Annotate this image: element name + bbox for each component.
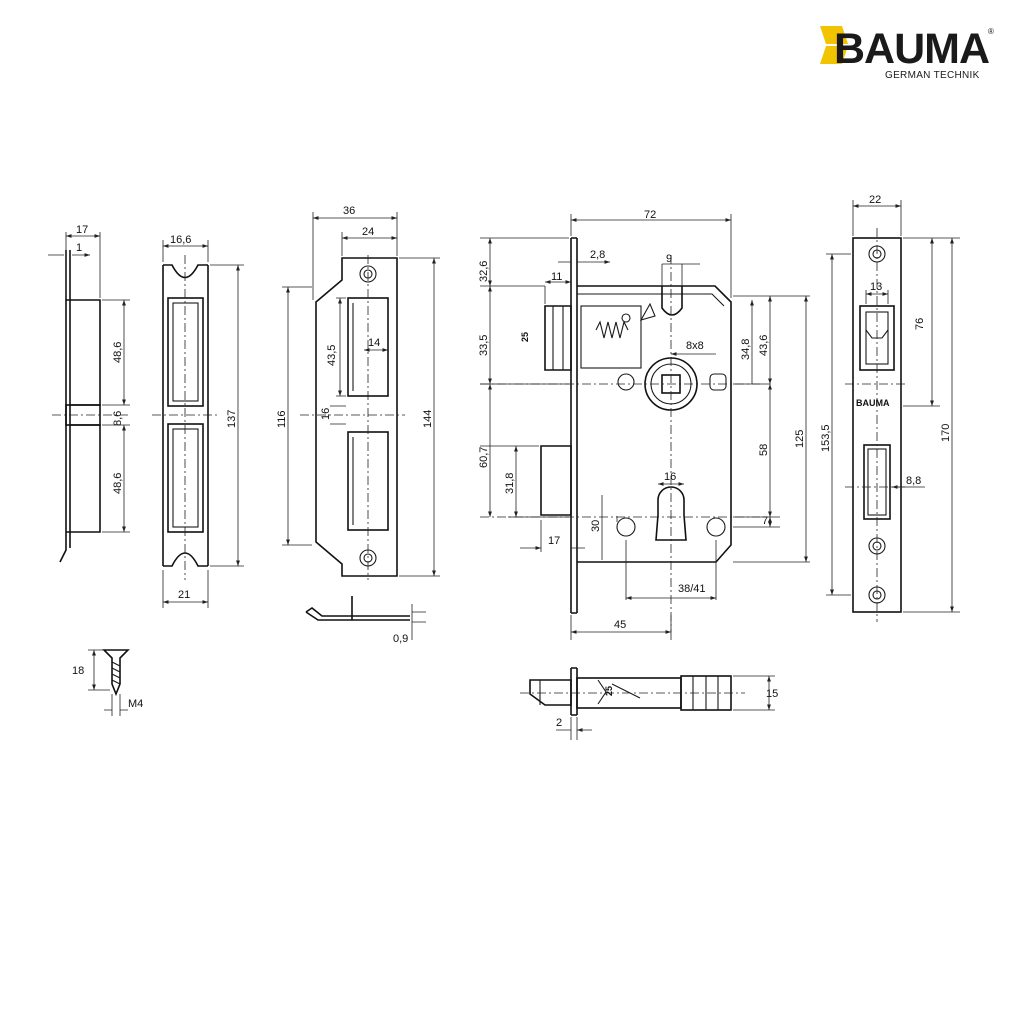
lock-body-view: 25 [478, 209, 810, 640]
dim-72: 72 [644, 209, 656, 221]
dim-2: 2 [556, 717, 562, 729]
dim-7: 7 [762, 515, 768, 527]
dim-43-5: 43,5 [326, 345, 338, 366]
dim-137: 137 [226, 410, 238, 428]
dim-45: 45 [614, 619, 626, 631]
faceplate-front-view: BAUMA 22 13 76 170 153,5 8,8 [820, 194, 960, 622]
dim-48-6-top: 48,6 [112, 342, 124, 363]
dim-30: 30 [590, 520, 602, 532]
brand-registered: ® [988, 27, 994, 36]
dim-8-6: 8,6 [112, 411, 124, 426]
dim-153-5: 153,5 [820, 424, 832, 452]
dim-2-8: 2,8 [590, 249, 605, 261]
dim-17-bolt: 17 [548, 535, 560, 547]
dim-125: 125 [794, 430, 806, 448]
dim-24: 24 [362, 226, 374, 238]
dim-31-8: 31,8 [504, 473, 516, 494]
latch-mark: 25 [520, 332, 530, 342]
dim-11: 11 [551, 271, 562, 283]
dim-60-7: 60,7 [478, 447, 490, 468]
strike-front-view: 16,6 137 21 [152, 234, 244, 608]
brand-name: BAUMA [834, 25, 989, 73]
dim-13: 13 [870, 281, 882, 293]
dim-48-6-bottom: 48,6 [112, 473, 124, 494]
dim-16-plate: 16 [320, 408, 332, 420]
logo-accent-bottom [820, 46, 848, 64]
logo-accent-top [820, 26, 848, 44]
dim-15: 15 [766, 688, 778, 700]
dim-8x8: 8x8 [686, 340, 704, 352]
dim-8-8: 8,8 [906, 475, 921, 487]
section-mark: 25 [604, 686, 614, 696]
dim-43-6: 43,6 [758, 335, 770, 356]
strike-side-view: 17 1 48,6 8,6 48,6 [48, 224, 130, 563]
dim-144: 144 [422, 410, 434, 428]
dim-1-side: 1 [76, 242, 82, 254]
dim-16-cylinder: 16 [664, 471, 676, 483]
bottom-section-view: 25 15 2 [520, 667, 778, 740]
screw-view: 18 M4 [72, 649, 143, 716]
dim-33-5: 33,5 [478, 335, 490, 356]
dim-38-41: 38/41 [678, 583, 706, 595]
dim-22: 22 [869, 194, 881, 206]
dim-34-8: 34,8 [740, 339, 752, 360]
dim-0-9: 0,9 [393, 633, 408, 645]
strike-plate-view: 36 24 43,5 14 116 16 144 0,9 [276, 205, 440, 645]
faceplate-stamp: BAUMA [856, 398, 890, 408]
dim-M4: M4 [128, 698, 143, 710]
dim-17-side: 17 [76, 224, 88, 236]
brand-logo: BAUMA ® GERMAN TECHNIK [820, 25, 994, 81]
dim-116: 116 [276, 410, 288, 428]
dim-18: 18 [72, 665, 84, 677]
brand-tagline: GERMAN TECHNIK [885, 70, 980, 81]
dim-9: 9 [666, 253, 672, 265]
dim-76: 76 [914, 318, 926, 330]
dim-36: 36 [343, 205, 355, 217]
dim-170: 170 [940, 424, 952, 442]
dim-14: 14 [368, 337, 380, 349]
dim-32-6: 32,6 [478, 261, 490, 282]
dim-16-6: 16,6 [170, 234, 191, 246]
dim-21: 21 [178, 589, 190, 601]
dim-58: 58 [758, 444, 770, 456]
